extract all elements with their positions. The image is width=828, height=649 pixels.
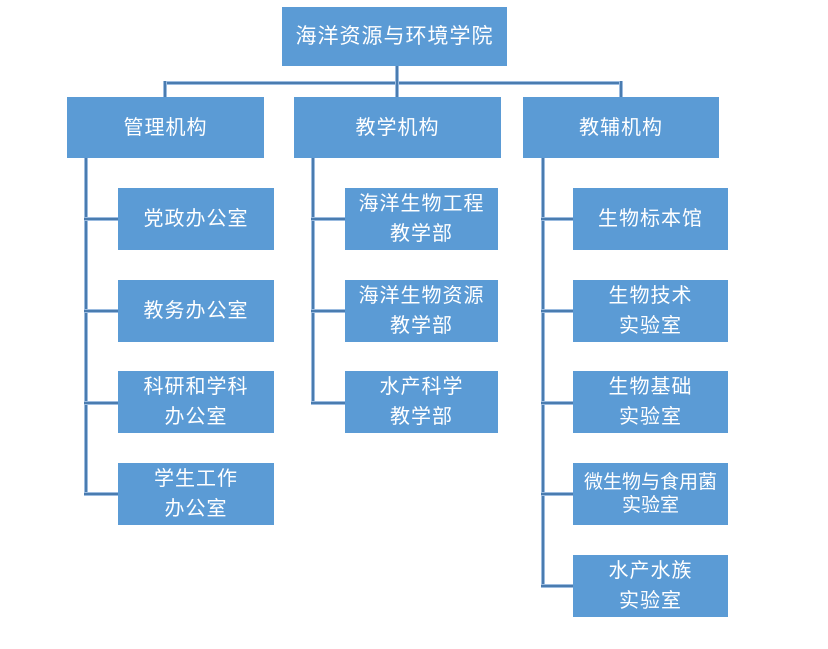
node-marine-bioengineering-dept: 海洋生物工程 教学部	[345, 188, 498, 250]
connector-stub-marine-bioengineering-dept	[311, 217, 345, 221]
connector-stub-student-affairs-office	[84, 492, 118, 496]
node-basic-biology-lab: 生物基础 实验室	[573, 371, 728, 433]
connector-stub-microbiology-edible-fungi-lab	[541, 492, 573, 496]
branch-teaching: 教学机构	[294, 97, 501, 158]
connector-stub-party-gov-office	[84, 217, 118, 221]
connector-stub-biotechnology-lab	[541, 309, 573, 313]
node-aquatic-science-dept: 水产科学 教学部	[345, 371, 498, 433]
connector-stub-research-discipline-office	[84, 401, 118, 405]
node-label: 教务办公室	[143, 300, 249, 322]
node-label: 学生工作	[154, 468, 238, 490]
node-academic-affairs-office: 教务办公室	[118, 280, 274, 342]
node-label: 办公室	[164, 498, 228, 520]
node-label: 海洋生物工程	[358, 193, 485, 215]
node-label: 实验室	[619, 315, 682, 337]
connector-stub-basic-biology-lab	[541, 401, 573, 405]
node-label: 教学部	[390, 315, 453, 337]
node-label: 生物基础	[608, 376, 693, 398]
connector-drop-support	[619, 81, 623, 97]
connector-stub-biological-specimen-museum	[541, 217, 573, 221]
node-biotechnology-lab: 生物技术 实验室	[573, 280, 728, 342]
node-label: 生物标本馆	[598, 208, 703, 230]
node-label: 办公室	[164, 406, 228, 428]
node-aquaculture-aquarium-lab: 水产水族 实验室	[573, 555, 728, 617]
node-microbiology-edible-fungi-lab: 微生物与食用菌 实验室	[573, 463, 728, 525]
node-label: 实验室	[621, 495, 679, 516]
connector-stub-aquatic-science-dept	[311, 401, 345, 405]
node-label: 微生物与食用菌	[583, 472, 717, 493]
node-label: 科研和学科	[143, 376, 249, 398]
branch-management: 管理机构	[67, 97, 264, 158]
org-root-node: 海洋资源与环境学院	[282, 7, 507, 66]
node-label: 实验室	[619, 590, 682, 612]
node-student-affairs-office: 学生工作 办公室	[118, 463, 274, 525]
node-party-gov-office: 党政办公室	[118, 188, 274, 250]
node-label: 海洋生物资源	[358, 285, 485, 307]
connector-trunk-support	[541, 158, 545, 588]
connector-trunk-management	[84, 158, 88, 496]
connector-top-horizontal	[163, 81, 623, 85]
connector-drop-teaching	[395, 81, 399, 97]
node-label: 水产水族	[608, 560, 693, 582]
branch-teaching-label: 教学机构	[355, 116, 440, 139]
org-root-label: 海洋资源与环境学院	[295, 24, 494, 48]
node-marine-bioresources-dept: 海洋生物资源 教学部	[345, 280, 498, 342]
connector-stub-marine-bioresources-dept	[311, 309, 345, 313]
connector-stub-aquaculture-aquarium-lab	[541, 584, 573, 588]
branch-teaching-support-label: 教辅机构	[579, 116, 663, 139]
branch-teaching-support: 教辅机构	[523, 97, 719, 158]
node-label: 实验室	[619, 406, 682, 428]
node-research-discipline-office: 科研和学科 办公室	[118, 371, 274, 433]
connector-stub-academic-affairs-office	[84, 309, 118, 313]
connector-root-stub	[395, 66, 399, 83]
node-label: 水产科学	[379, 376, 464, 398]
connector-drop-management	[163, 81, 167, 97]
node-label: 生物技术	[608, 285, 693, 307]
node-label: 教学部	[390, 223, 453, 245]
node-label: 教学部	[390, 406, 453, 428]
branch-management-label: 管理机构	[123, 116, 208, 139]
connector-trunk-teaching	[311, 158, 315, 405]
node-label: 党政办公室	[143, 208, 249, 230]
node-biological-specimen-museum: 生物标本馆	[573, 188, 728, 250]
